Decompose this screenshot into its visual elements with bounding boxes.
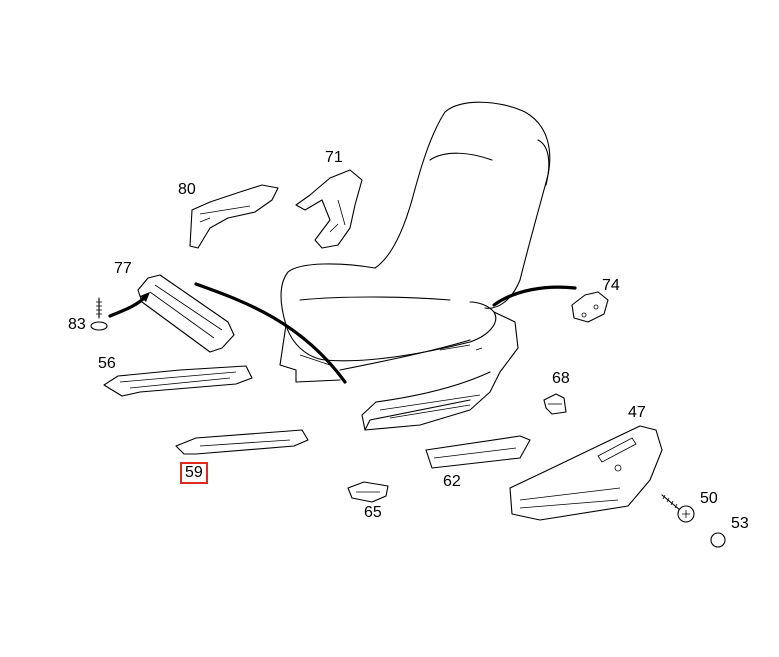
part-label-65[interactable]: 65 xyxy=(364,504,382,521)
part-label-53[interactable]: 53 xyxy=(731,515,749,532)
part-50-drawing xyxy=(661,494,695,523)
part-77-drawing xyxy=(137,274,235,353)
assembly-arrows xyxy=(108,282,577,384)
part-56-drawing xyxy=(103,365,253,397)
part-label-80[interactable]: 80 xyxy=(178,181,196,198)
part-label-68[interactable]: 68 xyxy=(552,370,570,387)
part-label-56[interactable]: 56 xyxy=(98,355,116,372)
part-label-83[interactable]: 83 xyxy=(68,316,86,333)
part-label-71[interactable]: 71 xyxy=(325,149,343,166)
part-label-62[interactable]: 62 xyxy=(443,473,461,490)
part-label-47[interactable]: 47 xyxy=(628,404,646,421)
part-83-drawing xyxy=(90,297,108,331)
part-65-drawing xyxy=(347,481,389,503)
part-label-50[interactable]: 50 xyxy=(700,490,718,507)
part-62-drawing xyxy=(425,435,531,469)
part-47-drawing xyxy=(509,425,663,521)
part-53-drawing xyxy=(710,532,726,548)
part-label-77[interactable]: 77 xyxy=(114,260,132,277)
seat-drawing xyxy=(279,101,551,431)
part-label-74[interactable]: 74 xyxy=(602,277,620,294)
part-59-drawing xyxy=(175,429,309,455)
part-label-59-selected[interactable]: 59 xyxy=(180,462,208,484)
part-80-drawing xyxy=(189,184,279,249)
part-74-drawing xyxy=(571,291,609,323)
part-68-drawing xyxy=(543,393,567,415)
part-71-drawing xyxy=(295,169,363,249)
